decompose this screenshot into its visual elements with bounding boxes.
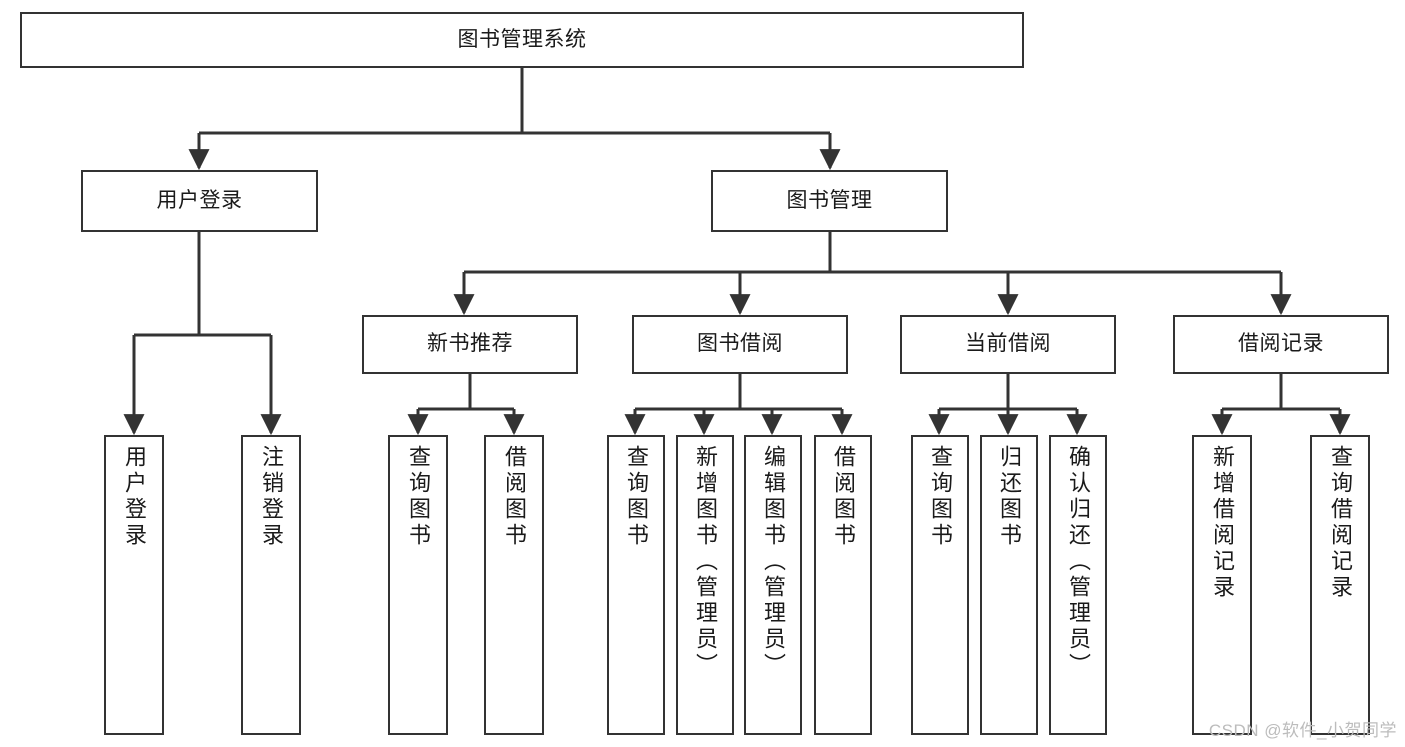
node-borrow-records[interactable]: 借阅记录 <box>1173 315 1389 374</box>
node-user-login[interactable]: 用户登录 <box>81 170 318 232</box>
node-book-borrow[interactable]: 图书借阅 <box>632 315 848 374</box>
leaf-edit-book-admin-label: 编辑图书（管理员） <box>761 445 786 679</box>
node-user-login-label: 用户登录 <box>156 188 243 212</box>
node-new-book-recommend[interactable]: 新书推荐 <box>362 315 578 374</box>
leaf-return-books-label: 归还图书 <box>997 445 1022 549</box>
leaf-return-books[interactable]: 归还图书 <box>980 435 1038 735</box>
node-book-borrow-label: 图书借阅 <box>697 332 783 356</box>
leaf-query-books-recommend[interactable]: 查询图书 <box>388 435 448 735</box>
leaf-query-books-borrow[interactable]: 查询图书 <box>607 435 665 735</box>
leaf-query-borrow-record[interactable]: 查询借阅记录 <box>1310 435 1370 735</box>
node-book-management-label: 图书管理 <box>786 188 873 212</box>
leaf-logout-label: 注销登录 <box>259 445 284 549</box>
node-new-book-recommend-label: 新书推荐 <box>427 332 513 356</box>
leaf-borrow-books-recommend-label: 借阅图书 <box>502 445 527 549</box>
leaf-add-borrow-record-label: 新增借阅记录 <box>1210 445 1235 601</box>
leaf-query-books-recommend-label: 查询图书 <box>406 445 431 549</box>
leaf-borrow-books-borrow[interactable]: 借阅图书 <box>814 435 872 735</box>
leaf-query-books-current[interactable]: 查询图书 <box>911 435 969 735</box>
leaf-edit-book-admin[interactable]: 编辑图书（管理员） <box>744 435 802 735</box>
leaf-borrow-books-recommend[interactable]: 借阅图书 <box>484 435 544 735</box>
node-borrow-records-label: 借阅记录 <box>1238 332 1324 356</box>
node-root-label: 图书管理系统 <box>457 27 587 51</box>
node-current-borrow[interactable]: 当前借阅 <box>900 315 1116 374</box>
leaf-user-login-label: 用户登录 <box>122 445 147 549</box>
leaf-add-borrow-record[interactable]: 新增借阅记录 <box>1192 435 1252 735</box>
node-root[interactable]: 图书管理系统 <box>20 12 1024 68</box>
leaf-confirm-return-admin-label: 确认归还（管理员） <box>1066 445 1091 679</box>
leaf-borrow-books-borrow-label: 借阅图书 <box>831 445 856 549</box>
leaf-confirm-return-admin[interactable]: 确认归还（管理员） <box>1049 435 1107 735</box>
leaf-add-book-admin[interactable]: 新增图书（管理员） <box>676 435 734 735</box>
leaf-add-book-admin-label: 新增图书（管理员） <box>693 445 718 679</box>
leaf-user-login[interactable]: 用户登录 <box>104 435 164 735</box>
leaf-query-borrow-record-label: 查询借阅记录 <box>1328 445 1353 601</box>
leaf-query-books-current-label: 查询图书 <box>928 445 953 549</box>
leaf-query-books-borrow-label: 查询图书 <box>624 445 649 549</box>
node-book-management[interactable]: 图书管理 <box>711 170 948 232</box>
leaf-logout[interactable]: 注销登录 <box>241 435 301 735</box>
node-current-borrow-label: 当前借阅 <box>965 332 1051 356</box>
